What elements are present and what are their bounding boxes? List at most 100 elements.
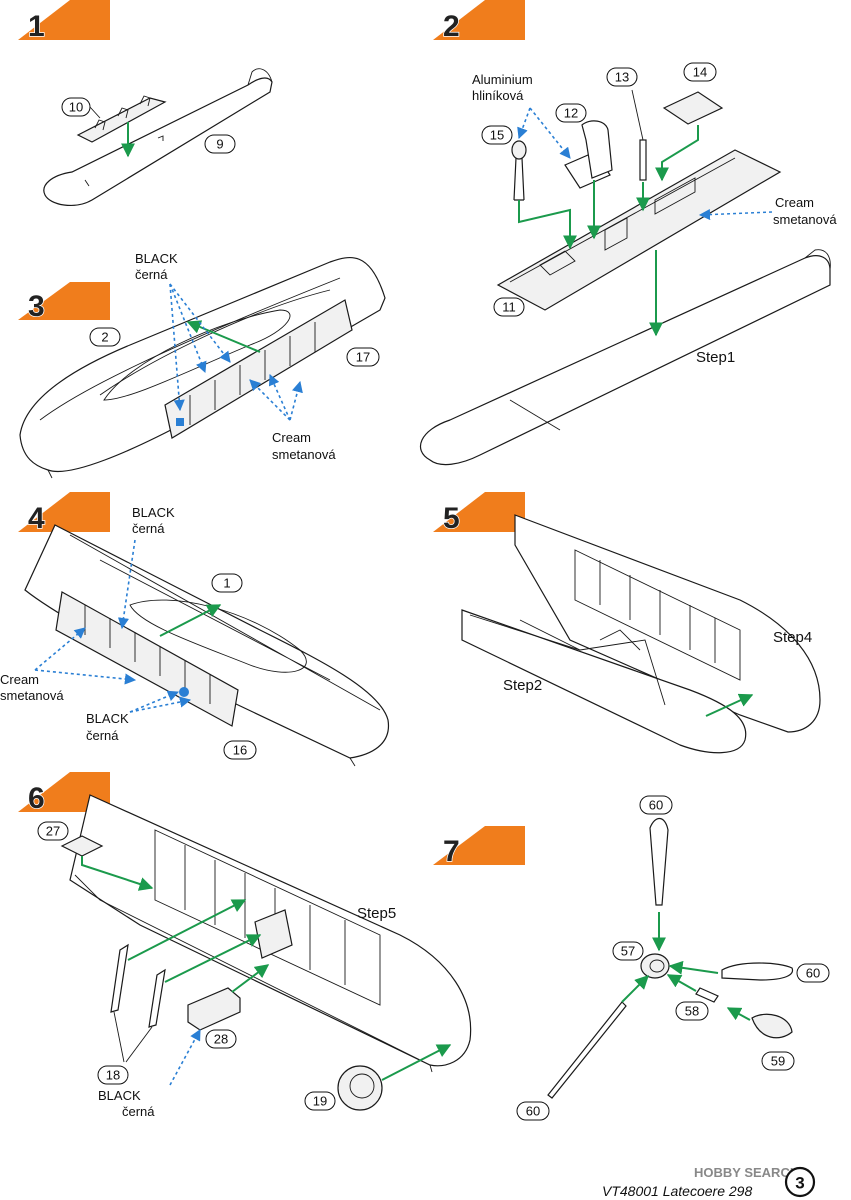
part-15-head: [511, 140, 527, 160]
step-6: 6 BLACK černá Step5 27 18: [18, 772, 472, 1119]
callout-58: 58: [675, 1001, 709, 1021]
svg-text:17: 17: [356, 350, 370, 365]
aluminium-pointer-12: [529, 107, 571, 159]
svg-text:11: 11: [502, 300, 516, 315]
floor-assembly-lip: [804, 249, 831, 271]
callout-18: 18: [97, 1065, 129, 1085]
floor-step2-detail: [469, 614, 666, 706]
callout-12: 12: [555, 103, 587, 123]
svg-text:2: 2: [101, 330, 108, 345]
label-cream-en-3: Cream: [272, 430, 311, 445]
cream-pointer-4a: [34, 627, 86, 671]
svg-text:10: 10: [69, 100, 83, 115]
bracket-pins: [94, 95, 151, 131]
fuselage-step5-frame: [154, 829, 381, 1006]
step-4-number: 4: [28, 502, 45, 535]
svg-text:12: 12: [564, 106, 578, 121]
callout-2: 2: [89, 327, 121, 347]
svg-text:60: 60: [806, 966, 820, 981]
cockpit-opening-3: [103, 309, 291, 401]
arrow-step2-to-step4: [705, 693, 754, 717]
label-black-en-3: BLACK: [135, 251, 178, 266]
label-black-cz-6: černá: [122, 1104, 155, 1119]
label-black-en-4b: BLACK: [86, 711, 129, 726]
callout-27: 27: [37, 821, 69, 841]
frame-ribs-17: [189, 322, 316, 425]
label-aluminium-cz: hliníková: [472, 88, 524, 103]
step-1-number: 1: [28, 10, 45, 43]
callout-59: 59: [761, 1051, 795, 1071]
black-box-marker: [176, 418, 184, 426]
fuselage-step4-ribs: [599, 560, 716, 663]
panel-part-14: [662, 91, 724, 125]
label-black-cz-4a: černá: [132, 521, 165, 536]
svg-text:59: 59: [771, 1054, 785, 1069]
label-cream-cz-2: smetanová: [773, 212, 837, 227]
fuselage-step5-lines: [74, 874, 433, 1073]
callout-19: 19: [304, 1091, 336, 1111]
cream-pointer-4b: [34, 669, 137, 685]
fuselage-step4-frame: [574, 549, 741, 681]
arrow-28: [231, 964, 270, 993]
blade-part-60-top: [649, 817, 669, 906]
step-3-number: 3: [28, 290, 45, 323]
frame-part-16: [55, 591, 239, 727]
strut-part-18a: [110, 943, 129, 1013]
part-28: [187, 987, 241, 1031]
part-15-stem: [513, 157, 525, 201]
cockpit-floor-part-11: [496, 149, 782, 311]
label-black-cz-3: černá: [135, 267, 168, 282]
step-2-number: 2: [443, 10, 460, 43]
step-4: 4 BLACK černá Cream smetanová BLACK čern…: [0, 492, 390, 767]
step-6-number: 6: [28, 782, 45, 815]
arrow-blade-bottom: [621, 975, 649, 1003]
step-5: 5 Step4 Step2: [433, 492, 821, 754]
ref-step2: Step2: [503, 677, 542, 694]
black-pointer-4b: [129, 690, 180, 713]
svg-text:60: 60: [526, 1104, 540, 1119]
cockpit-floor-detail: [509, 157, 736, 283]
svg-text:16: 16: [233, 743, 247, 758]
cockpit-opening-4: [129, 599, 307, 673]
arrow-14: [655, 125, 699, 182]
callout-60-right: 60: [796, 963, 830, 983]
label-cream-en-2: Cream: [775, 195, 814, 210]
frame-part-17: [164, 299, 353, 439]
rudder-pedals: [539, 250, 576, 276]
arrow-19: [381, 1044, 452, 1081]
step-7: 7 60 57 60 58: [433, 795, 830, 1121]
svg-text:9: 9: [216, 137, 223, 152]
svg-text:28: 28: [214, 1032, 228, 1047]
shaft-part-58: [695, 987, 719, 1003]
svg-text:19: 19: [313, 1094, 327, 1109]
black-pointer-3b: [169, 283, 207, 374]
svg-text:15: 15: [490, 128, 504, 143]
part-19: [337, 1065, 383, 1111]
svg-text:58: 58: [685, 1004, 699, 1019]
label-cream-cz-3: smetanová: [272, 447, 336, 462]
step-7-number: 7: [443, 835, 460, 868]
aluminium-pointer-15: [517, 107, 531, 140]
step-2: 2 Aluminium hliníková Cream smetanov: [419, 0, 837, 466]
callout-17: 17: [346, 347, 380, 367]
hub-part-57: [640, 953, 670, 979]
stick-part-13: [639, 139, 647, 181]
callout-9: 9: [204, 134, 236, 154]
bracket-part-10: [76, 97, 167, 143]
floor-tail-lip: [247, 68, 273, 86]
step-7-banner: [433, 826, 525, 865]
callout-28: 28: [205, 1029, 237, 1049]
ref-step5: Step5: [357, 905, 396, 922]
black-pointer-4c: [129, 696, 192, 713]
seat-back: [581, 120, 613, 179]
label-black-en-6: BLACK: [98, 1088, 141, 1103]
arrow-58: [666, 974, 697, 992]
svg-text:60: 60: [649, 798, 663, 813]
step-3: 3 BLACK černá Cream smetanová 2 17: [18, 251, 386, 479]
panel-part-27: [60, 835, 104, 857]
arrow-18a: [127, 899, 247, 961]
fuselage-1-lines: [69, 534, 381, 767]
ref-step4: Step4: [773, 629, 812, 646]
cream-pointer-3c: [289, 380, 303, 421]
